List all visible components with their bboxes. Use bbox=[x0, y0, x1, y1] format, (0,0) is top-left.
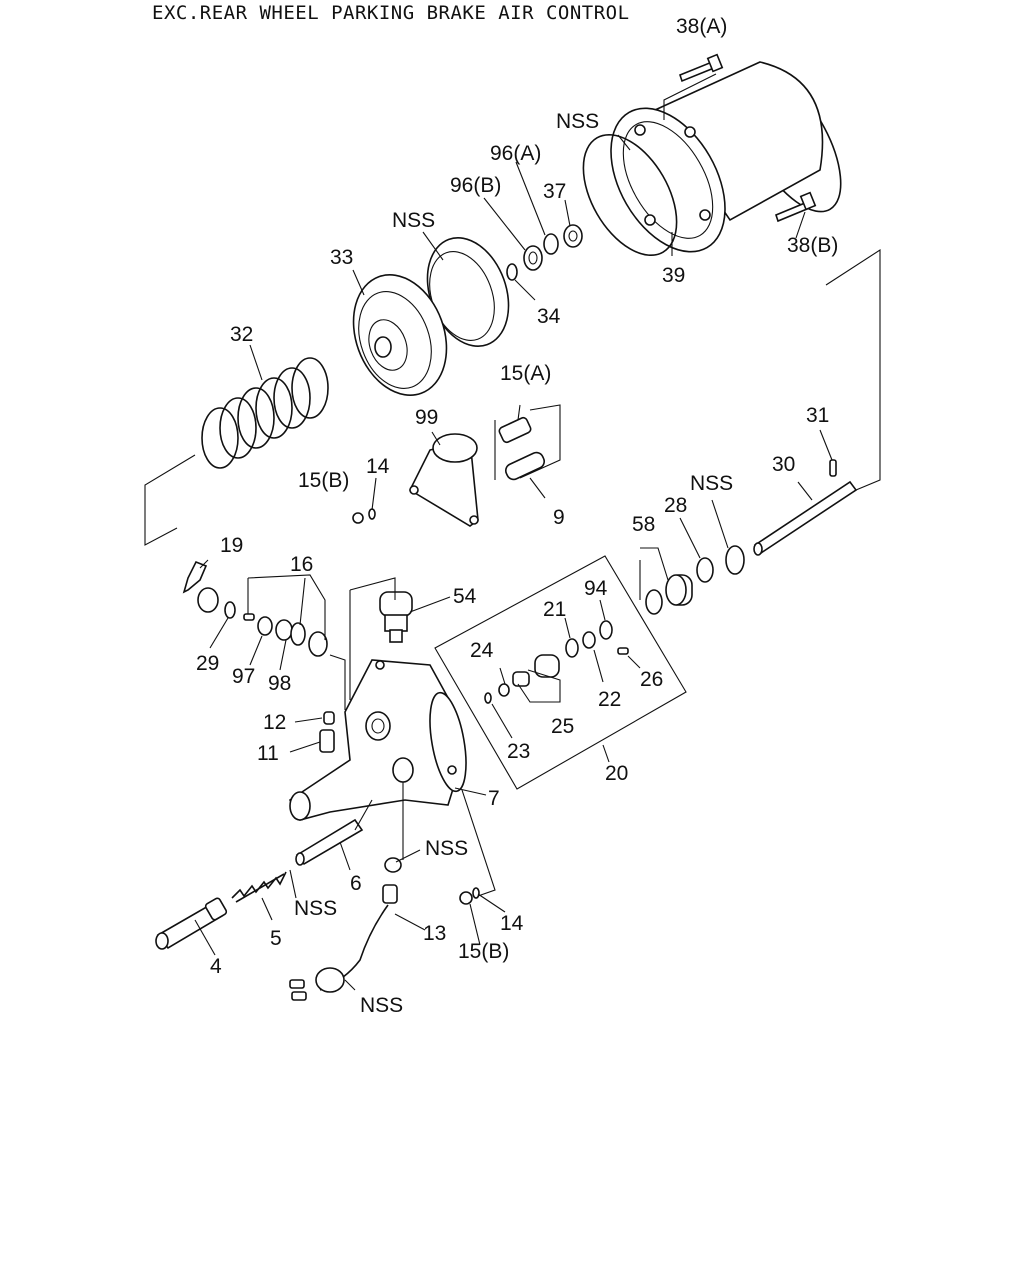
callout-96b: 96(B) bbox=[450, 174, 501, 197]
washer-96a bbox=[543, 233, 559, 255]
callout-38a: 38(A) bbox=[676, 15, 727, 38]
callout-28: 28 bbox=[664, 494, 687, 517]
callout-37: 37 bbox=[543, 180, 566, 203]
callout-98: 98 bbox=[268, 672, 291, 695]
callout-15b-lower: 15(B) bbox=[458, 940, 509, 963]
elbow-fitting-19 bbox=[182, 560, 219, 613]
housing-seal-ring bbox=[582, 133, 678, 257]
washer-28 bbox=[696, 557, 714, 583]
callout-30: 30 bbox=[772, 453, 795, 476]
callout-nss-4: NSS bbox=[425, 837, 468, 860]
callout-16: 16 bbox=[290, 553, 313, 576]
pin-6 bbox=[295, 818, 364, 866]
callout-4: 4 bbox=[210, 955, 222, 978]
page-title: EXC.REAR WHEEL PARKING BRAKE AIR CONTROL bbox=[152, 2, 630, 24]
callout-31: 31 bbox=[806, 404, 829, 427]
callout-15a: 15(A) bbox=[500, 362, 551, 385]
callout-11: 11 bbox=[257, 742, 279, 765]
callout-58: 58 bbox=[632, 513, 655, 536]
callout-34: 34 bbox=[537, 305, 561, 328]
valve-body bbox=[288, 659, 467, 821]
bushing-15a bbox=[498, 416, 532, 444]
callout-13: 13 bbox=[423, 922, 446, 945]
nut-15b-lower bbox=[459, 887, 480, 905]
callout-22: 22 bbox=[598, 688, 621, 711]
rod-30 bbox=[753, 480, 858, 556]
callout-38b: 38(B) bbox=[787, 234, 838, 257]
bolt-38b bbox=[775, 191, 817, 223]
callout-97: 97 bbox=[232, 665, 255, 688]
callout-39: 39 bbox=[662, 264, 685, 287]
valve-parts-20 bbox=[484, 620, 629, 704]
callout-32: 32 bbox=[230, 323, 253, 346]
chamber-housing bbox=[610, 61, 842, 253]
callout-24: 24 bbox=[470, 639, 494, 662]
leader-lines bbox=[144, 73, 881, 991]
spring-5 bbox=[231, 871, 287, 903]
spring-32 bbox=[201, 357, 329, 469]
callout-5: 5 bbox=[270, 927, 282, 950]
callout-12: 12 bbox=[263, 711, 286, 734]
pin-9 bbox=[504, 451, 546, 481]
callout-33: 33 bbox=[330, 246, 353, 269]
sensor-13 bbox=[289, 857, 402, 1001]
bracket-99 bbox=[408, 433, 479, 527]
snap-ring bbox=[725, 545, 745, 575]
callout-96a: 96(A) bbox=[490, 142, 541, 165]
valve-58 bbox=[645, 574, 693, 615]
callout-6: 6 bbox=[350, 872, 362, 895]
callout-14-lower: 14 bbox=[500, 912, 524, 935]
rod-4 bbox=[155, 897, 228, 950]
callout-14-upper: 14 bbox=[366, 455, 390, 478]
callout-54: 54 bbox=[453, 585, 477, 608]
nut-15b-upper bbox=[352, 508, 376, 524]
callout-nss-5: NSS bbox=[294, 897, 337, 920]
callout-9: 9 bbox=[553, 506, 565, 529]
callout-20: 20 bbox=[605, 762, 628, 785]
callout-nss-1: NSS bbox=[556, 110, 599, 133]
callout-26: 26 bbox=[640, 668, 663, 691]
washer-96b bbox=[523, 245, 543, 271]
nut-37 bbox=[563, 224, 583, 248]
callout-99: 99 bbox=[415, 406, 438, 429]
callout-94: 94 bbox=[584, 577, 608, 600]
callout-19: 19 bbox=[220, 534, 243, 557]
callout-15b-upper: 15(B) bbox=[298, 469, 349, 492]
callout-nss-3: NSS bbox=[690, 472, 733, 495]
callout-nss-2: NSS bbox=[392, 209, 435, 232]
callout-29: 29 bbox=[196, 652, 219, 675]
callout-nss-6: NSS bbox=[360, 994, 403, 1017]
callout-7: 7 bbox=[488, 787, 500, 810]
pin-31 bbox=[829, 459, 837, 477]
bolt-38a bbox=[679, 53, 724, 83]
callout-23: 23 bbox=[507, 740, 530, 763]
small-parts-97-98-16 bbox=[243, 613, 328, 657]
fitting-11 bbox=[319, 729, 335, 753]
o-ring-29 bbox=[224, 601, 236, 619]
piston-33 bbox=[352, 274, 448, 396]
callout-25: 25 bbox=[551, 715, 574, 738]
callout-labels: 38(A) NSS 96(A) 96(B) 37 39 38(B) NSS 33… bbox=[196, 15, 838, 1017]
fitting-54 bbox=[379, 591, 413, 643]
callout-21: 21 bbox=[543, 598, 566, 621]
o-ring-34 bbox=[506, 263, 518, 281]
plug-12 bbox=[323, 711, 335, 725]
